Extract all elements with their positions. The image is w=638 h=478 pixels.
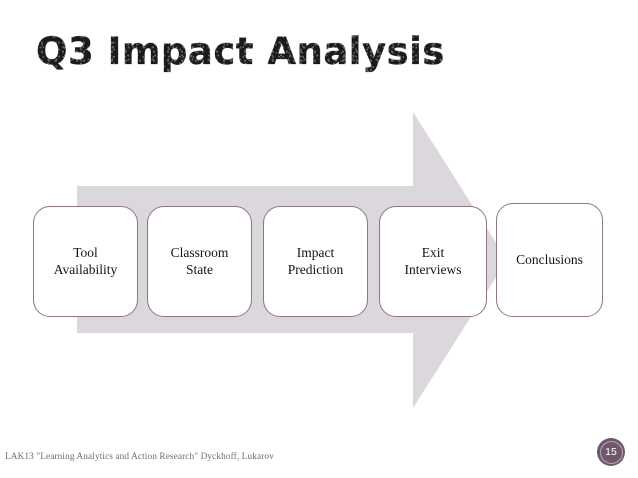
process-step-3[interactable]: Impact Prediction: [263, 206, 368, 317]
process-step-2-line1: Classroom: [170, 245, 229, 261]
page-number: 15: [605, 445, 617, 458]
process-step-3-line2: Prediction: [287, 261, 344, 277]
badge-ring: [599, 440, 623, 464]
process-step-1-line1: Tool: [73, 245, 98, 261]
page-number-badge: 15: [597, 438, 625, 466]
process-step-4-line1: Exit: [421, 245, 445, 261]
process-step-2-line2: State: [185, 261, 213, 277]
process-step-5-label: Conclusions: [516, 252, 583, 268]
process-step-2-label: Classroom State: [171, 245, 229, 278]
process-step-4[interactable]: Exit Interviews: [379, 206, 487, 317]
process-step-2[interactable]: Classroom State: [147, 206, 252, 317]
process-step-5-line1: Conclusions: [516, 251, 583, 267]
process-step-4-label: Exit Interviews: [405, 245, 462, 278]
process-step-4-line2: Interviews: [404, 261, 462, 277]
process-step-3-label: Impact Prediction: [288, 245, 344, 278]
footer-citation: LAK13 "Learning Analytics and Action Res…: [5, 452, 274, 462]
process-step-1[interactable]: Tool Availability: [33, 206, 138, 317]
process-step-1-label: Tool Availability: [54, 245, 118, 278]
process-step-1-line2: Availability: [53, 261, 118, 277]
process-step-3-line1: Impact: [296, 245, 335, 261]
page-title-text: Q3 Impact Analysis: [36, 30, 445, 73]
process-step-5[interactable]: Conclusions: [496, 203, 603, 317]
